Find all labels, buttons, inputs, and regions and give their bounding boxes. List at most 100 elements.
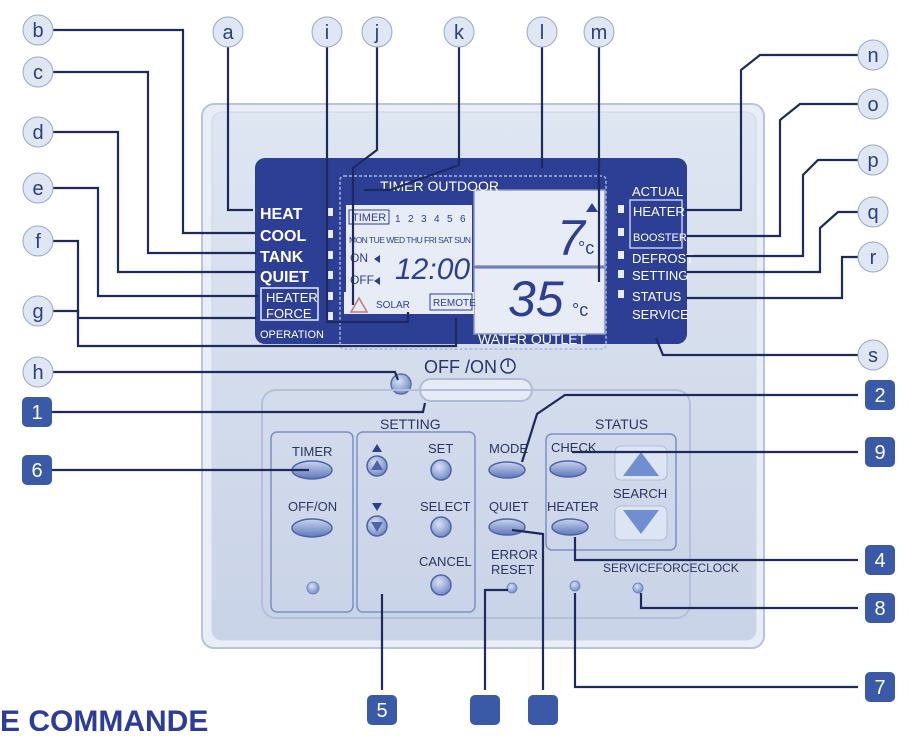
callout-label-l: l — [540, 22, 544, 44]
callout-label-d: d — [32, 122, 43, 144]
callout-label-n: n — [867, 45, 878, 67]
error-reset-button[interactable] — [506, 582, 518, 594]
lcd-right-indicators — [618, 205, 624, 298]
lcd-water-outlet: WATER OUTLET — [478, 331, 587, 347]
callout-label-f: f — [35, 231, 41, 253]
lcd-booster-label: BOOSTER — [633, 232, 687, 244]
callout-label-a: a — [222, 22, 234, 44]
callout-label-p: p — [867, 150, 878, 172]
lcd-outlet-unit: °c — [572, 300, 588, 320]
off-on-label: OFF /ON — [424, 357, 497, 377]
lcd-mode-quiet: QUIET — [260, 269, 309, 286]
number-callout-label-1: 1 — [31, 402, 42, 424]
lcd-timer-digit-5: 5 — [447, 214, 453, 225]
callout-label-q: q — [867, 202, 878, 224]
callout-e: e — [22, 172, 54, 204]
down-triangle-icon — [372, 503, 382, 511]
service-force-clock-button[interactable] — [632, 582, 644, 594]
callout-k: k — [443, 16, 475, 48]
number-callout-label-5: 5 — [376, 700, 387, 722]
callout-c: c — [22, 56, 54, 88]
number-callout-blank1 — [470, 695, 500, 725]
check-button[interactable] — [549, 460, 587, 478]
lcd-off-label: OFF — [350, 273, 374, 287]
lcd-mode-tank: TANK — [260, 249, 304, 266]
timer-panel — [346, 205, 472, 295]
control-panel — [261, 389, 691, 619]
number-callout-8: 8 — [865, 593, 895, 623]
up-arrow-icon — [586, 203, 598, 212]
callout-label-m: m — [591, 22, 608, 44]
callout-label-g: g — [32, 301, 43, 323]
warning-icon — [349, 296, 369, 313]
number-callout-label-8: 8 — [874, 598, 885, 620]
lcd-timer-digit-1: 1 — [395, 214, 401, 225]
down-arrow-button-icon — [623, 510, 659, 534]
lcd-timer-label: TIMER — [352, 212, 386, 224]
lcd-mode-heat: HEAT — [260, 206, 303, 223]
callout-label-i: i — [325, 22, 329, 44]
callout-r: r — [857, 241, 889, 273]
callout-s: s — [857, 339, 889, 371]
cancel-button-label: CANCEL — [419, 554, 472, 569]
lcd-outdoor-unit: °c — [578, 238, 594, 258]
callout-label-b: b — [32, 20, 43, 42]
callout-label-k: k — [454, 22, 465, 44]
number-callout-9: 9 — [865, 437, 895, 467]
heater-button[interactable] — [551, 518, 589, 536]
up-triangle-icon — [372, 444, 382, 452]
callout-label-j: j — [374, 22, 379, 44]
number-callout-4: 4 — [865, 545, 895, 575]
callout-d: d — [22, 116, 54, 148]
number-callout-5: 5 — [367, 695, 397, 725]
hidden-button[interactable] — [569, 580, 581, 592]
timer-off-on-button[interactable] — [291, 518, 333, 538]
status-group — [545, 433, 677, 551]
quiet-button-label: QUIET — [489, 499, 529, 514]
callout-a: a — [212, 16, 244, 48]
lcd-display-frame — [339, 175, 607, 350]
lcd-left-indicators — [327, 208, 333, 320]
outlet-temp-panel — [473, 267, 606, 335]
setting-group — [356, 431, 476, 613]
callout-label-e: e — [32, 178, 43, 200]
lcd-defrost-label: DEFROST — [632, 251, 694, 266]
lcd-force-label: FORCE — [266, 306, 312, 321]
callout-h: h — [22, 356, 54, 388]
number-callout-label-9: 9 — [874, 442, 885, 464]
mode-button-label: MODE — [489, 441, 528, 456]
error-label: ERROR — [491, 547, 538, 562]
lcd-outlet-temp: 35 — [508, 271, 564, 327]
lcd-status-label: STATUS — [632, 289, 682, 304]
lcd-mode-cool: COOL — [260, 228, 306, 245]
callout-i: i — [311, 16, 343, 48]
set-button[interactable] — [430, 459, 452, 481]
timer-group — [270, 431, 354, 613]
timer-button-label: TIMER — [292, 444, 332, 459]
heater-button-label: HEATER — [547, 499, 599, 514]
mode-button[interactable] — [488, 461, 526, 479]
callout-label-r: r — [870, 247, 877, 269]
lcd-outdoor-temp: 7 — [557, 210, 587, 266]
leader-lines — [49, 28, 858, 690]
number-callout-label-6: 6 — [31, 460, 42, 482]
number-callout-2: 2 — [865, 380, 895, 410]
lcd-timer-digit-3: 3 — [421, 214, 427, 225]
lcd-heater-label: HEATER — [266, 290, 318, 305]
lcd-clock: 12:00 — [395, 253, 470, 286]
lcd-days: MON TUE WED THU FRI SAT SUN — [349, 235, 471, 245]
callout-p: p — [857, 144, 889, 176]
timer-lamp — [306, 581, 320, 595]
lcd-solar-label: SOLAR — [376, 300, 410, 311]
quiet-button[interactable] — [488, 518, 526, 536]
callout-label-h: h — [32, 362, 43, 384]
select-button[interactable] — [430, 516, 452, 538]
cancel-button[interactable] — [430, 574, 452, 596]
callout-o: o — [857, 88, 889, 120]
callout-f: f — [22, 225, 54, 257]
number-callout-1: 1 — [22, 397, 52, 427]
number-callout-blank2 — [528, 695, 558, 725]
service-force-clock-label: SERVICEFORCECLOCK — [603, 561, 739, 575]
status-heading: STATUS — [595, 416, 648, 432]
